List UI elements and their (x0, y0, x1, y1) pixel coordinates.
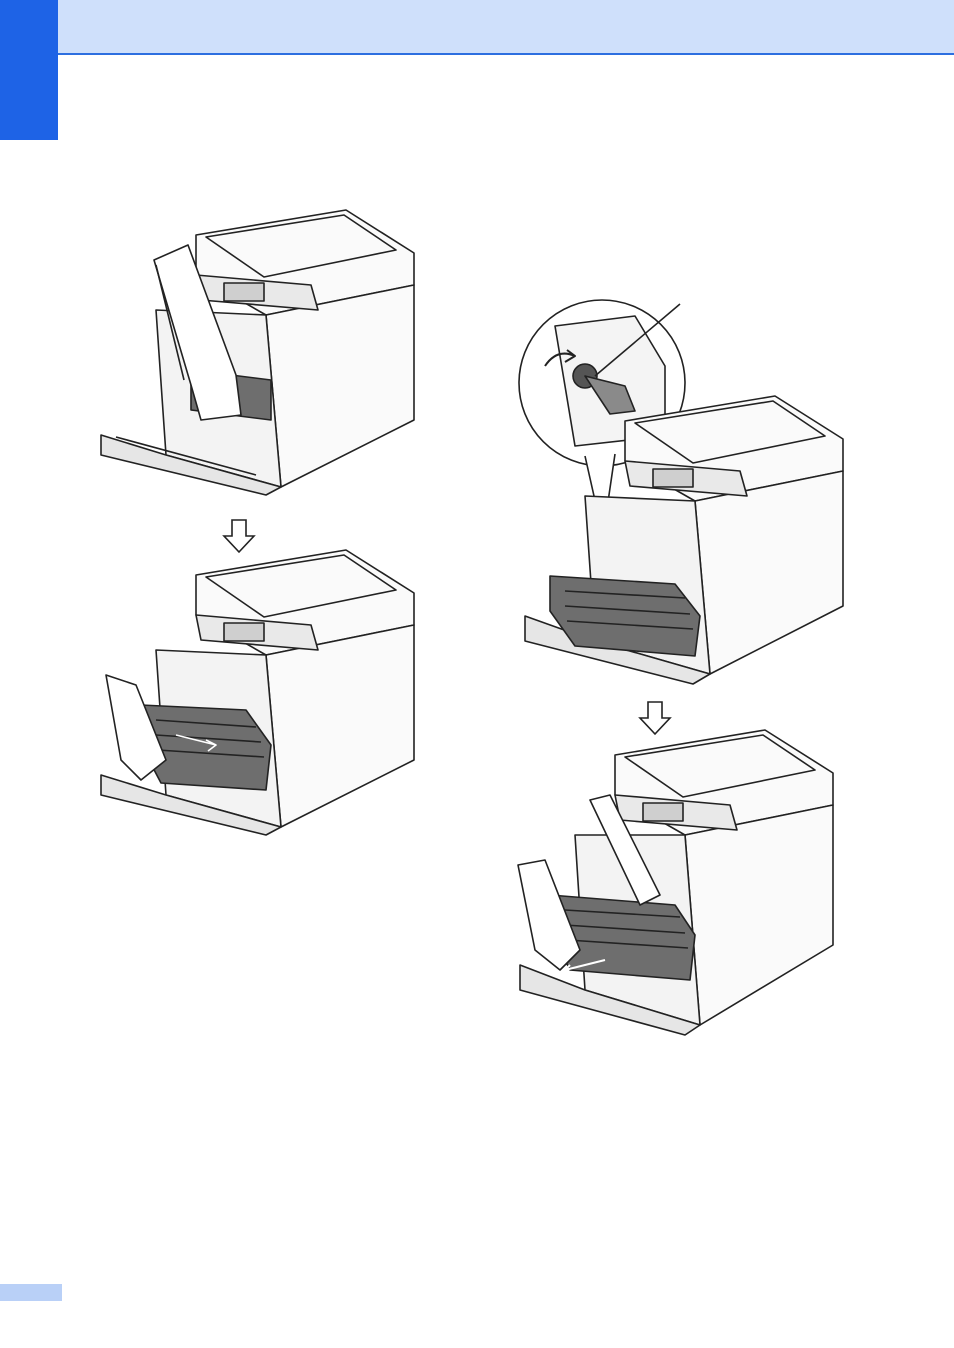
page-number-box (0, 1284, 62, 1301)
printer-drum-pull-out-illustration (96, 545, 426, 840)
printer-drum-remove-illustration (510, 725, 840, 1045)
header-band (0, 0, 954, 55)
chapter-tab (0, 0, 58, 140)
printer-lock-lever-detail-illustration (515, 296, 845, 686)
printer-front-cover-open-illustration (96, 205, 426, 500)
